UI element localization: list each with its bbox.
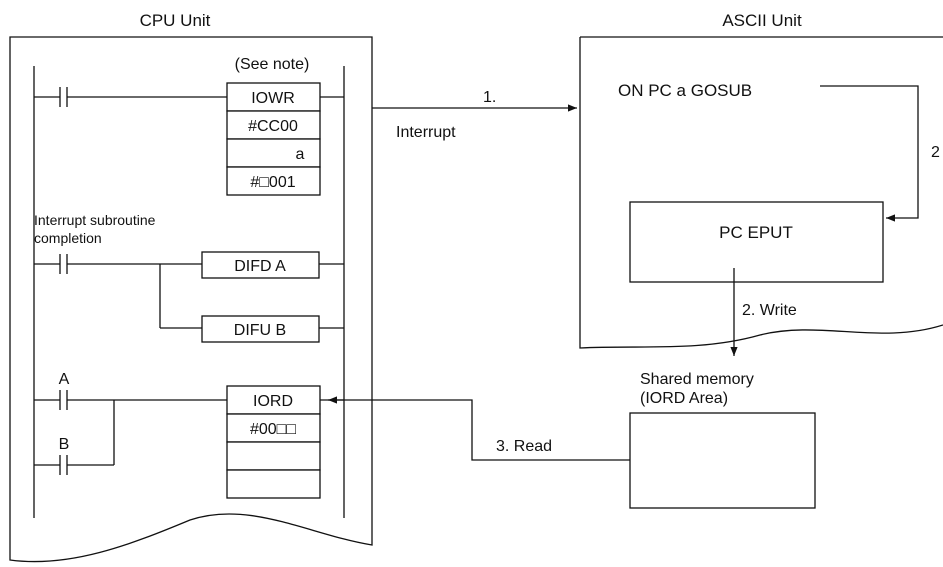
read-arrow [328,396,630,461]
interrupt-completion-label-2: completion [34,230,102,246]
difu-box [201,315,320,343]
difu-label: DIFU B [234,322,286,339]
iowr-word-count: #□001 [250,174,295,191]
gosub-arrow [820,85,919,222]
difd-label: DIFD A [234,258,286,275]
step1-number: 1. [483,89,496,106]
contact-a-label: A [59,371,70,388]
iowr-op: IOWR [251,90,295,107]
pc-eput-box [629,201,884,283]
iowr-instruction-block: IOWR #CC00 a #□001 [226,82,321,196]
pc-eput-label: PC EPUT [719,223,793,242]
difd-box [201,251,320,279]
iowr-control-word: #CC00 [248,118,298,135]
iowr-source: a [296,146,305,163]
cpu-unit-title: CPU Unit [140,11,211,30]
step2-write-label: 2. Write [742,302,797,319]
step1-label: Interrupt [396,124,456,141]
ascii-unit-title: ASCII Unit [722,11,802,30]
shared-memory-label-2: (IORD Area) [640,390,728,407]
iord-op: IORD [253,393,293,410]
contact-b-label: B [59,436,70,453]
shared-memory-box [629,412,816,509]
shared-memory-label-1: Shared memory [640,371,754,388]
see-note-label: (See note) [235,56,310,73]
interrupt-completion-label-1: Interrupt subroutine [34,212,156,228]
cpu-unit-frame [9,36,373,563]
step3-read-label: 3. Read [496,438,552,455]
iord-control-word: #00□□ [250,421,296,438]
iord-instruction-block: IORD #00□□ [226,385,321,499]
step2-top-label: 2 [931,144,940,161]
gosub-statement: ON PC a GOSUB [618,81,752,100]
ascii-unit-frame [579,36,943,349]
